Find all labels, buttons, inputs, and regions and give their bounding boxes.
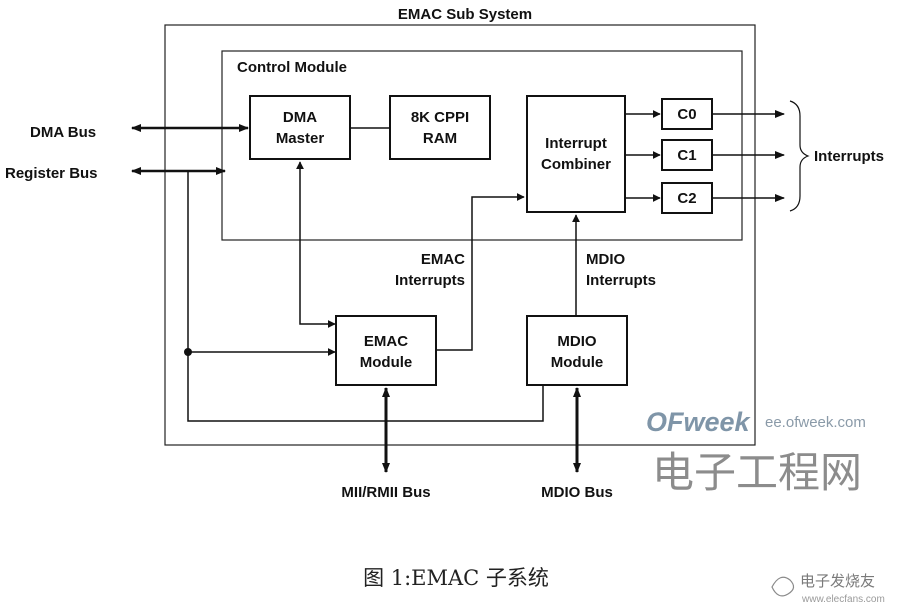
dma-emac-link [296, 161, 336, 328]
dma-bus-label: DMA Bus [30, 124, 96, 141]
c1-label: C1 [677, 147, 696, 164]
mdio-interrupts-label-1: MDIO [586, 251, 625, 268]
register-bus-line [187, 171, 544, 422]
interrupt-combiner-label-2: Combiner [541, 156, 611, 173]
subsystem-title: EMAC Sub System [398, 6, 532, 23]
mdio-module-label-2: Module [551, 354, 604, 371]
elecfans-logo: 电子发烧友 www.elecfans.com [771, 572, 885, 605]
cppi-ram-block [389, 95, 491, 160]
c2-label: C2 [677, 190, 696, 207]
dma-master-label-1: DMA [283, 109, 317, 126]
control-module-label: Control Module [237, 59, 347, 76]
mdio-module-block [526, 315, 628, 386]
c0-label: C0 [677, 106, 696, 123]
c0-block [661, 98, 713, 130]
mdio-bus-label: MDIO Bus [541, 484, 613, 501]
elecfans-logo-url: www.elecfans.com [801, 594, 885, 605]
ofweek-watermark: OFweek ee.ofweek.com 电子工程网 [646, 407, 866, 497]
emac-subsystem-frame [164, 24, 756, 446]
interrupt-combiner-label-1: Interrupt [545, 135, 607, 152]
mdio-interrupts-label-2: Interrupts [586, 272, 656, 289]
c2-block [661, 182, 713, 214]
interrupt-combiner-block [526, 95, 626, 213]
ofweek-cn-text: 电子工程网 [652, 448, 862, 497]
elecfans-logo-icon [771, 576, 795, 597]
mdio-module-label-1: MDIO [557, 333, 596, 350]
dma-master-label-2: Master [276, 130, 325, 147]
cppi-ram-label-2: RAM [423, 130, 457, 147]
interrupts-brace [789, 100, 810, 212]
ofweek-brand: OFweek [646, 407, 752, 437]
emac-module-block [335, 315, 437, 386]
interrupts-label: Interrupts [814, 148, 884, 165]
control-module-frame [221, 50, 743, 241]
dma-master-block [249, 95, 351, 160]
emac-interrupts-label-2: Interrupts [395, 272, 465, 289]
emac-module-label-2: Module [360, 354, 413, 371]
emac-interrupts-label-1: EMAC [421, 251, 465, 268]
ofweek-url: ee.ofweek.com [765, 414, 866, 431]
register-bus-label: Register Bus [5, 165, 98, 182]
figure-caption: 图 1:EMAC 子系统 [363, 566, 549, 590]
emac-interrupts-line [436, 193, 525, 351]
mii-bus-label: MII/RMII Bus [341, 484, 430, 501]
emac-module-label-1: EMAC [364, 333, 408, 350]
cppi-ram-label-1: 8K CPPI [411, 109, 469, 126]
elecfans-logo-text: 电子发烧友 [800, 572, 875, 590]
